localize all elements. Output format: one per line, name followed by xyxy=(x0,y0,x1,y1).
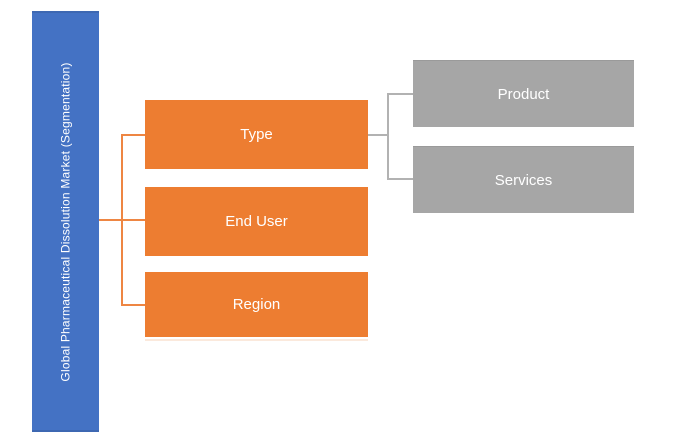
segment-label-end-user: End User xyxy=(225,213,288,230)
child-box-product: Product xyxy=(413,60,634,127)
connector-stub-product xyxy=(387,93,413,95)
segment-label-type: Type xyxy=(240,126,273,143)
child-box-services: Services xyxy=(413,146,634,213)
child-label-services: Services xyxy=(494,171,553,189)
connector-type-to-trunk xyxy=(368,134,388,136)
connector-stub-region xyxy=(121,304,145,306)
connector-segments-trunk xyxy=(121,134,123,306)
connector-stub-type xyxy=(121,134,145,136)
connector-stub-services xyxy=(387,178,413,180)
segment-box-end-user: End User xyxy=(145,187,368,256)
segment-box-region: Region xyxy=(145,272,368,341)
connector-children-trunk xyxy=(387,93,389,180)
market-title-label: Global Pharmaceutical Dissolution Market… xyxy=(58,61,73,382)
segment-box-type: Type xyxy=(145,100,368,169)
child-label-product: Product xyxy=(497,85,550,103)
market-title-bar: Global Pharmaceutical Dissolution Market… xyxy=(32,11,99,432)
segment-label-region: Region xyxy=(232,296,281,313)
